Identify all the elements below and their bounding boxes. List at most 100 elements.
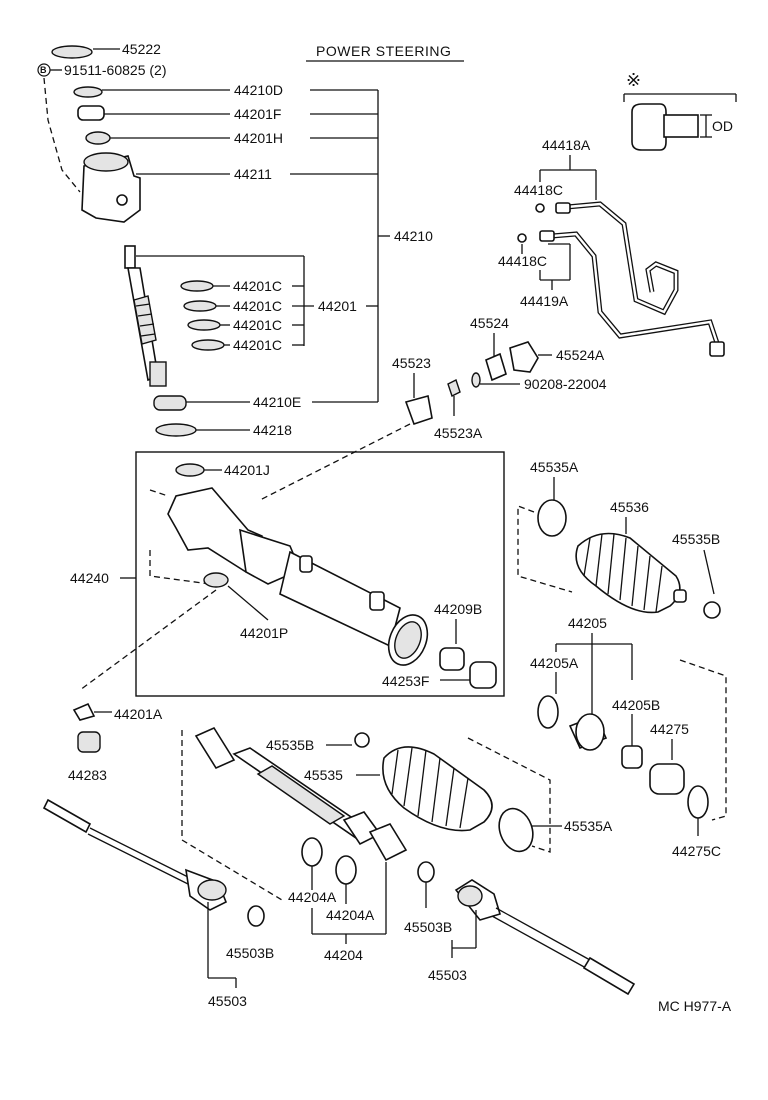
label-44201: 44201 — [318, 298, 357, 314]
rack-housing-44240 — [167, 487, 429, 666]
label-45535A-2: 45535A — [564, 818, 613, 834]
label-44204A-1: 44204A — [288, 889, 337, 905]
nut-45503B-1 — [247, 905, 265, 927]
tie-rod-left — [42, 798, 228, 911]
label-44210E: 44210E — [253, 394, 301, 410]
diagram-title: POWER STEERING — [316, 43, 451, 59]
gasket-44218 — [155, 423, 197, 437]
ring-44201C-1 — [180, 280, 214, 292]
label-45503B-1: 45503B — [226, 945, 274, 961]
label-44204A-2: 44204A — [326, 907, 375, 923]
label-44419A: 44419A — [520, 293, 569, 309]
label-45523A: 45523A — [434, 425, 483, 441]
bushing-44209B — [439, 647, 465, 671]
label-44201P: 44201P — [240, 625, 288, 641]
washer-44418C-1 — [535, 203, 545, 213]
label-44201J: 44201J — [224, 462, 270, 478]
bearing-44210E — [153, 395, 187, 411]
oring-44204A-1 — [301, 837, 323, 867]
clip-45535B-1 — [703, 601, 721, 619]
od-inset: ※ OD — [623, 70, 737, 151]
label-45535: 45535 — [304, 767, 343, 783]
pinion-group: 45222 B 91511-60825 (2) 44210D 44201F 44… — [37, 41, 433, 438]
ring-44201C-2 — [183, 300, 217, 312]
housing-44211 — [81, 155, 141, 223]
bushing-44201J — [175, 463, 205, 477]
label-44275C: 44275C — [672, 843, 721, 859]
pressure-lines-group: 44418A 44418C 44418C 44419A — [498, 137, 725, 357]
label-90208-22004: 90208-22004 — [524, 376, 607, 392]
label-45536: 45536 — [610, 499, 649, 515]
oring-44204A-2 — [335, 855, 357, 885]
clamp-45535A-1 — [537, 499, 567, 537]
bushing-44275 — [649, 763, 685, 795]
right-boot-group: 45535A 45536 45535B 44205 44205A 44205B — [517, 459, 727, 859]
od-label: OD — [712, 118, 733, 134]
clamp-45535A-2 — [498, 807, 534, 853]
label-44201C-4: 44201C — [233, 337, 282, 353]
tie-rod-right — [454, 879, 636, 996]
rack-group: 45535B 45535 45535A 44204A 44204A 44204 — [194, 726, 613, 963]
label-44205: 44205 — [568, 615, 607, 631]
nut-45524A — [509, 341, 539, 373]
boot-45535 — [382, 746, 493, 832]
ring-44201C-4 — [191, 339, 225, 351]
bushing-44201P — [203, 572, 229, 588]
label-44201C-1: 44201C — [233, 278, 282, 294]
seal-44253F — [469, 661, 497, 689]
right-end-group: 45503B 45503 — [404, 861, 636, 996]
cap-44283 — [77, 731, 101, 753]
label-45503B-2: 45503B — [404, 919, 452, 935]
label-44218: 44218 — [253, 422, 292, 438]
ring-44205B — [621, 745, 643, 769]
reference-code: MC H977-A — [658, 998, 732, 1014]
label-45524A: 45524A — [556, 347, 605, 363]
label-45524: 45524 — [470, 315, 509, 331]
bushing-head — [631, 103, 667, 151]
bearing-44201F — [77, 105, 105, 121]
label-44240: 44240 — [70, 570, 109, 586]
clip-45535B-2 — [354, 732, 370, 748]
cap-45222 — [51, 45, 93, 59]
oring-44205A — [537, 695, 559, 729]
label-44205B: 44205B — [612, 697, 660, 713]
bushing-shank — [663, 114, 699, 138]
label-44253F: 44253F — [382, 673, 429, 689]
label-44418A: 44418A — [542, 137, 591, 153]
label-44201C-3: 44201C — [233, 317, 282, 333]
washer-44418C-2 — [517, 233, 527, 243]
label-44211: 44211 — [234, 166, 272, 182]
spring-45523A — [447, 379, 461, 397]
label-44201C-2: 44201C — [233, 298, 282, 314]
rack-housing-box: 44201J 44240 44201P 44209B 44253F — [70, 451, 505, 697]
label-44275: 44275 — [650, 721, 689, 737]
label-45535B-1: 45535B — [672, 531, 720, 547]
label-91511-60825: 91511-60825 (2) — [64, 62, 166, 78]
nut-45503B-2 — [417, 861, 435, 883]
rack-bar — [194, 726, 408, 862]
note-mark: ※ — [626, 70, 641, 90]
nut-45524 — [485, 352, 507, 382]
label-44201A: 44201A — [114, 706, 163, 722]
seal-44201H — [85, 131, 111, 145]
label-45535B-2: 45535B — [266, 737, 314, 753]
label-44210D: 44210D — [234, 82, 283, 98]
snap-ring-44275C — [687, 785, 709, 819]
ring-44210D — [73, 86, 103, 98]
bolt-marker-letter: B — [40, 65, 47, 75]
label-44210: 44210 — [394, 228, 433, 244]
boot-45536 — [575, 532, 687, 614]
pinion-shaft — [124, 245, 167, 387]
oring-90208 — [471, 372, 481, 388]
cap-44201A — [72, 702, 96, 721]
label-44418C-2: 44418C — [498, 253, 547, 269]
label-44205A: 44205A — [530, 655, 579, 671]
left-end-group: 44201A 44283 45503B 45503 — [42, 702, 283, 1009]
label-44418C-1: 44418C — [514, 182, 563, 198]
label-44209B: 44209B — [434, 601, 482, 617]
label-44201H: 44201H — [234, 130, 283, 146]
label-44204: 44204 — [324, 947, 363, 963]
label-44201F: 44201F — [234, 106, 281, 122]
label-44283: 44283 — [68, 767, 107, 783]
